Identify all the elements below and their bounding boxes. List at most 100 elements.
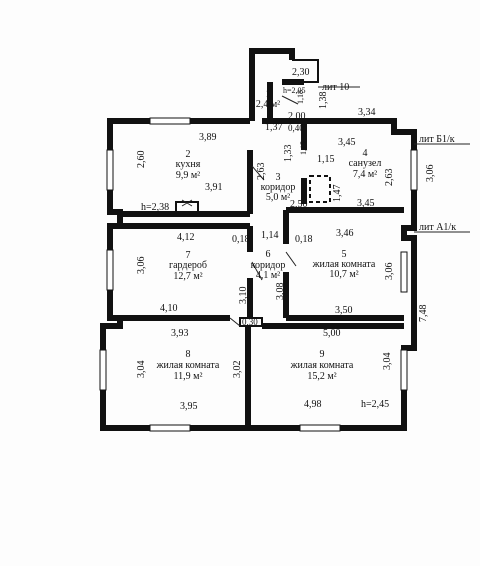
window-bath-right (410, 149, 418, 191)
room-4-number: 4 (363, 148, 368, 159)
dim-3-89: 3,89 (199, 132, 217, 143)
interior-walls (120, 118, 404, 428)
dim-3-93: 3,93 (171, 328, 189, 339)
dim-0-30: 0,30 (242, 317, 258, 327)
dim-0-18-right: 0,18 (295, 234, 313, 245)
window-room7-left (106, 249, 114, 291)
corridor-opening (239, 317, 263, 327)
window-room9-bottom (299, 424, 341, 432)
door-swing-5 (285, 251, 297, 267)
dim-3-45-top: 3,45 (338, 137, 356, 148)
room-6-area: 4,1 м² (256, 270, 280, 281)
dim-2-00: 2,00 (288, 111, 306, 122)
dim-2-60: 2,60 (136, 151, 147, 169)
window-room8-bottom (149, 424, 191, 432)
room-2-name: кухня (176, 159, 201, 170)
dim-3-06-top: 3,06 (425, 165, 436, 183)
room-5-name: жилая комната (312, 259, 376, 270)
dim-3-08: 3,08 (275, 283, 286, 301)
window-room8-left (99, 349, 107, 391)
dim-h-2-38: h=2,38 (141, 202, 169, 213)
dim-2-30: 2,30 (292, 67, 310, 78)
room-8-name: жилая комната (156, 360, 220, 371)
room-3-area: 5,0 м² (266, 192, 290, 203)
door-swing-8 (229, 317, 241, 327)
bath-shaft (309, 175, 331, 203)
dim-3-06-left: 3,06 (136, 257, 147, 275)
room-2-area: 9,9 м² (176, 170, 200, 181)
dim-3-10: 3,10 (238, 287, 249, 305)
lit-markers: лит 10 лит Б1/к лит А1/к (318, 82, 470, 233)
room-3-name: коридор (261, 182, 296, 193)
dimension-labels: 2,30 h=2,05 1,18 1,38 2,00 3,34 1,37 0,4… (136, 67, 436, 412)
dim-3-34: 3,34 (358, 107, 376, 118)
room-9-area: 15,2 м² (307, 371, 336, 382)
dim-1-47: 1,47 (332, 185, 343, 203)
dim-3-02: 3,02 (232, 361, 243, 379)
exterior-wall-porch (249, 48, 295, 121)
room-2-number: 2 (186, 149, 191, 160)
room-8-number: 8 (186, 349, 191, 360)
door-swing-3 (251, 165, 265, 181)
room-9-name: жилая комната (290, 360, 354, 371)
dim-1-14: 1,14 (261, 230, 279, 241)
room-5-area: 10,7 м² (329, 269, 358, 280)
room-9-number: 9 (320, 349, 325, 360)
room-labels: 1 2,4 м² 2 кухня 9,9 м² 3 коридор 5,0 м²… (156, 89, 382, 382)
dim-1-37: 1,37 (265, 122, 283, 133)
dim-3-95: 3,95 (180, 401, 198, 412)
stove-vent-mark (181, 199, 193, 207)
window-room9-right (400, 349, 408, 391)
room-3-number: 3 (276, 172, 281, 183)
dim-h-2-45: h=2,45 (361, 399, 389, 410)
dim-4-10: 4,10 (160, 303, 178, 314)
window-room5-right (400, 251, 408, 293)
dim-1-15: 1,15 (317, 154, 335, 165)
room-8-area: 11,9 м² (174, 371, 203, 382)
porch-inner-wall (267, 79, 304, 121)
room-5-number: 5 (342, 249, 347, 260)
stove (175, 201, 199, 214)
dim-7-48: 7,48 (418, 305, 429, 323)
room-6-number: 6 (266, 249, 271, 260)
dim-1-38: 1,38 (318, 92, 329, 110)
dim-3-50: 3,50 (335, 305, 353, 316)
room-1-number: 1 (266, 89, 271, 100)
dim-3-46: 3,46 (336, 228, 354, 239)
window-kitchen-top (149, 117, 191, 125)
lita1-label: лит А1/к (419, 222, 456, 233)
dim-0-40: 0,40 (288, 123, 304, 133)
dim-1-15-vert: 1,15 (299, 141, 308, 155)
dim-3-06-right: 3,06 (384, 263, 395, 281)
dim-3-45-bottom: 3,45 (357, 198, 375, 209)
room-7-name: гардероб (169, 260, 207, 271)
room-4-area: 7,4 м² (353, 169, 377, 180)
dim-1-33: 1,33 (283, 145, 294, 163)
dim-h-2-05: h=2,05 (283, 86, 306, 95)
room-6-name: коридор (251, 260, 286, 271)
lit10-label: лит 10 (322, 82, 349, 93)
dim-3-91: 3,91 (205, 182, 223, 193)
dim-0-18-left: 0,18 (232, 234, 250, 245)
door-swing-1 (281, 95, 299, 105)
room-7-area: 12,7 м² (173, 271, 202, 282)
fixtures (175, 95, 331, 327)
room-7-number: 7 (186, 250, 191, 261)
room-1-area: 2,4 м² (256, 99, 280, 110)
dim-3-04-left: 3,04 (136, 361, 147, 379)
dim-2-63-left: 2,63 (256, 163, 267, 181)
dim-4-12: 4,12 (177, 232, 195, 243)
door-swing-6 (251, 261, 263, 281)
dim-3-04-right: 3,04 (382, 353, 393, 371)
room-4-name: санузел (349, 158, 382, 169)
porch-outline (292, 59, 319, 83)
windows (99, 117, 418, 432)
litb1-label: лит Б1/к (419, 134, 455, 145)
dim-5-00: 5,00 (323, 328, 341, 339)
dim-1-18: 1,18 (296, 90, 305, 104)
dim-2-63-right: 2,63 (384, 169, 395, 187)
window-kitchen-left (106, 149, 114, 191)
dim-4-98: 4,98 (304, 399, 322, 410)
